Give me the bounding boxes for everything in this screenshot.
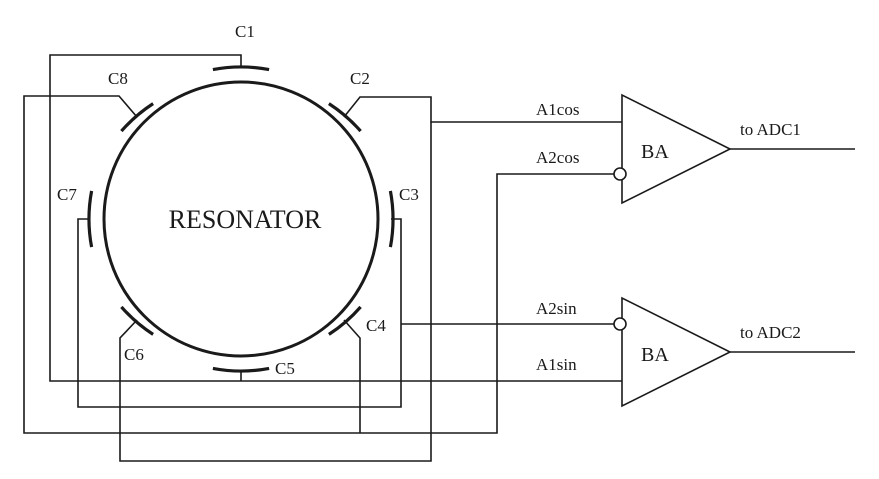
amplifier-2-label: BA bbox=[641, 344, 669, 366]
electrode-c7-plate bbox=[87, 190, 94, 248]
signal-a2cos: A2cos bbox=[536, 148, 579, 167]
amplifier-2-triangle bbox=[621, 296, 732, 408]
signal-a1cos: A1cos bbox=[536, 100, 579, 119]
label-c4: C4 bbox=[366, 316, 386, 335]
signal-a2sin: A2sin bbox=[536, 299, 577, 318]
signal-labels: A1cos A2cos A2sin A1sin bbox=[536, 100, 579, 374]
label-c7: C7 bbox=[57, 185, 77, 204]
resonator-label: RESONATOR bbox=[169, 205, 322, 234]
amplifier-2-output-label: to ADC2 bbox=[740, 323, 801, 342]
signal-a1sin: A1sin bbox=[536, 355, 577, 374]
label-c3: C3 bbox=[399, 185, 419, 204]
amplifier-2: BA to ADC2 bbox=[613, 296, 855, 408]
amplifier-1-triangle bbox=[621, 93, 732, 205]
label-c6: C6 bbox=[124, 345, 144, 364]
amplifier-1-label: BA bbox=[641, 141, 669, 163]
resonator-ring bbox=[102, 80, 380, 358]
wire-c6 bbox=[119, 122, 432, 462]
electrode-c1-plate bbox=[212, 65, 270, 72]
label-c1: C1 bbox=[235, 22, 255, 41]
wire-c8 bbox=[23, 95, 614, 434]
wiring bbox=[23, 54, 622, 462]
wire-c2 bbox=[343, 96, 622, 123]
label-c8: C8 bbox=[108, 69, 128, 88]
wire-c3 bbox=[77, 218, 402, 408]
electrode-c2-plate bbox=[328, 102, 362, 133]
amplifier-1-output-label: to ADC1 bbox=[740, 120, 801, 139]
label-c2: C2 bbox=[350, 69, 370, 88]
electrode-c5-plate bbox=[212, 366, 270, 373]
wire-c4 bbox=[343, 319, 361, 433]
amplifier-1-inverting-input-bubble bbox=[613, 167, 627, 181]
electrode-labels: C1 C2 C3 C4 C5 C6 C7 C8 bbox=[57, 22, 419, 378]
label-c5: C5 bbox=[275, 359, 295, 378]
amplifier-1: BA to ADC1 bbox=[613, 93, 855, 205]
amplifier-2-inverting-input-bubble bbox=[613, 317, 627, 331]
